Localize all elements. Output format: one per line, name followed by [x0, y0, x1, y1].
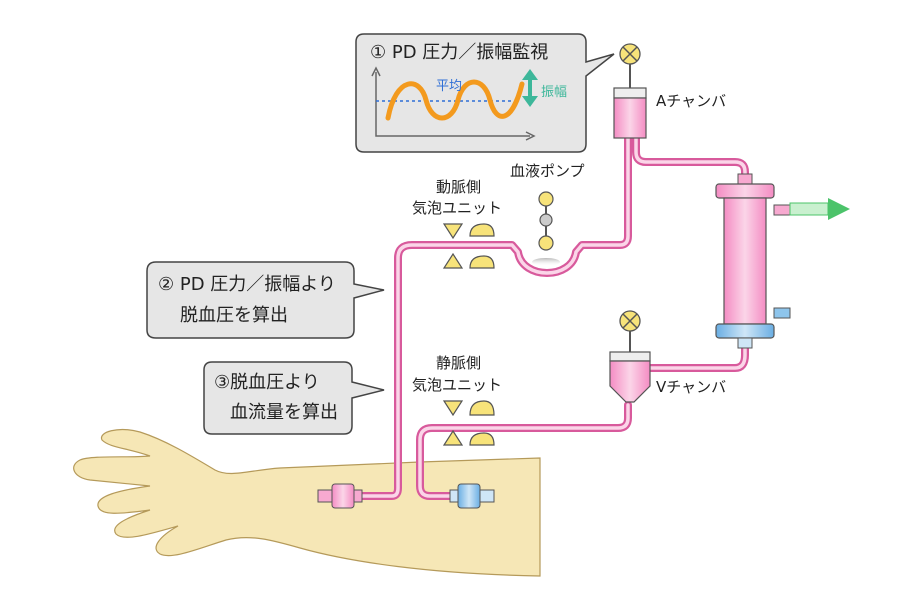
bp-callout-line2: 脱血圧を算出	[180, 305, 288, 326]
monitor-callout: ① PD 圧力／振幅監視 平均 振幅	[355, 33, 615, 153]
bp-callout: ② PD 圧力／振幅より 脱血圧を算出	[146, 261, 385, 339]
a-chamber	[613, 43, 647, 139]
blood-pump	[532, 191, 560, 266]
amplitude-label: 振幅	[541, 85, 567, 100]
bp-callout-line1: ② PD 圧力／振幅より	[158, 274, 336, 295]
outflow-arrow	[789, 198, 850, 220]
arterial-bubble-unit	[442, 223, 495, 269]
v-chamber	[609, 310, 651, 403]
arterial-unit-label-line1: 動脈側	[436, 178, 481, 196]
average-label: 平均	[436, 79, 462, 94]
venous-unit-label-line2: 気泡ユニット	[412, 376, 502, 394]
venous-bubble-unit	[442, 400, 495, 446]
v-chamber-label: Vチャンバ	[656, 378, 726, 396]
flow-callout: ③脱血圧より 血流量を算出	[203, 361, 385, 435]
pressure-waveform	[385, 79, 525, 121]
arterial-unit-label-line2: 気泡ユニット	[412, 199, 502, 217]
venous-needle-connector	[449, 483, 495, 509]
dialyzer	[715, 173, 791, 349]
a-chamber-label: Aチャンバ	[656, 92, 726, 110]
flow-callout-line2: 血流量を算出	[230, 402, 338, 423]
amplitude-arrow-icon	[522, 69, 538, 107]
arterial-needle-connector	[317, 483, 363, 509]
venous-unit-label-line1: 静脈側	[436, 354, 481, 372]
tubing	[356, 134, 749, 500]
monitor-callout-title: ① PD 圧力／振幅監視	[370, 42, 548, 63]
flow-callout-line1: ③脱血圧より	[214, 372, 320, 393]
pump-label: 血液ポンプ	[510, 162, 585, 180]
